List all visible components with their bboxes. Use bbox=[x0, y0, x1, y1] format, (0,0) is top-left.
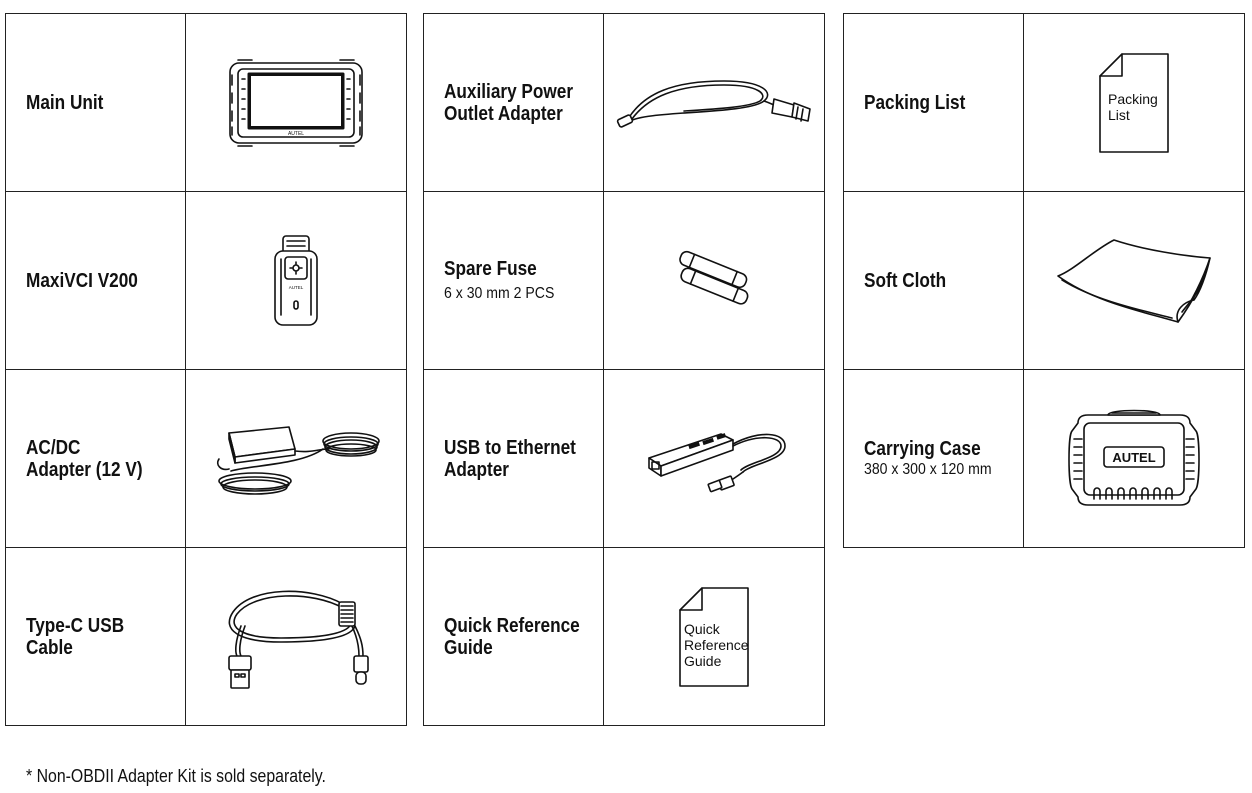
packing-table-column-1: Main Unit AUTEL MaxiVCI V200 bbox=[5, 13, 407, 726]
car-charger-icon bbox=[616, 79, 811, 128]
document-icon: Packing List bbox=[1099, 52, 1169, 153]
item-name: Carrying Case bbox=[864, 437, 981, 460]
item-name: USB to Ethernet Adapter bbox=[444, 436, 576, 481]
vci-icon: AUTEL bbox=[274, 235, 318, 326]
table-row: Spare Fuse 6 x 30 mm 2 PCS bbox=[424, 192, 825, 370]
cloth-icon bbox=[1057, 238, 1211, 323]
doc-line: Quick bbox=[684, 621, 721, 637]
item-name: Auxiliary Power Outlet Adapter bbox=[444, 80, 574, 125]
table-row: Main Unit AUTEL bbox=[6, 14, 407, 192]
packing-table-column-3: Packing List Packing List Soft Cloth Car… bbox=[843, 13, 1245, 548]
item-name: Type-C USB Cable bbox=[26, 614, 125, 659]
table-row: AC/DC Adapter (12 V) bbox=[6, 370, 407, 548]
item-name: Quick Reference Guide bbox=[444, 614, 580, 659]
item-name: Spare Fuse bbox=[444, 257, 537, 280]
tablet-brand: AUTEL bbox=[288, 131, 304, 137]
item-name: Soft Cloth bbox=[864, 269, 947, 292]
footnote: * Non-OBDII Adapter Kit is sold separate… bbox=[26, 766, 326, 786]
fuse-icon bbox=[679, 250, 749, 305]
table-row: Quick Reference Guide Quick Reference Gu… bbox=[424, 548, 825, 726]
table-row: Type-C USB Cable bbox=[6, 548, 407, 726]
item-detail: 380 x 300 x 120 mm bbox=[864, 460, 992, 478]
usb-cable-icon bbox=[228, 590, 369, 689]
power-adapter-icon bbox=[216, 425, 380, 495]
doc-line: Packing bbox=[1108, 91, 1158, 107]
item-name: AC/DC Adapter (12 V) bbox=[26, 436, 143, 481]
packing-table-column-2: Auxiliary Power Outlet Adapter Spare Fus… bbox=[423, 13, 825, 726]
item-name: Packing List bbox=[864, 91, 966, 114]
vci-brand: AUTEL bbox=[289, 285, 304, 290]
carrying-case-icon: AUTEL bbox=[1068, 409, 1200, 506]
table-row: Auxiliary Power Outlet Adapter bbox=[424, 14, 825, 192]
table-row: Carrying Case 380 x 300 x 120 mm AUTEL bbox=[844, 370, 1245, 548]
doc-line: Reference bbox=[684, 637, 749, 653]
item-name: Main Unit bbox=[26, 91, 104, 114]
table-row: Soft Cloth bbox=[844, 192, 1245, 370]
doc-line: List bbox=[1108, 107, 1130, 123]
tablet-icon: AUTEL bbox=[229, 58, 363, 147]
table-row: USB to Ethernet Adapter bbox=[424, 370, 825, 548]
case-brand: AUTEL bbox=[1112, 450, 1155, 465]
ethernet-adapter-icon bbox=[648, 432, 786, 492]
document-icon: Quick Reference Guide bbox=[679, 586, 749, 687]
table-row: Packing List Packing List bbox=[844, 14, 1245, 192]
item-detail: 6 x 30 mm 2 PCS bbox=[444, 284, 555, 302]
table-row: MaxiVCI V200 AUTEL bbox=[6, 192, 407, 370]
item-name: MaxiVCI V200 bbox=[26, 269, 138, 292]
doc-line: Guide bbox=[684, 653, 722, 669]
